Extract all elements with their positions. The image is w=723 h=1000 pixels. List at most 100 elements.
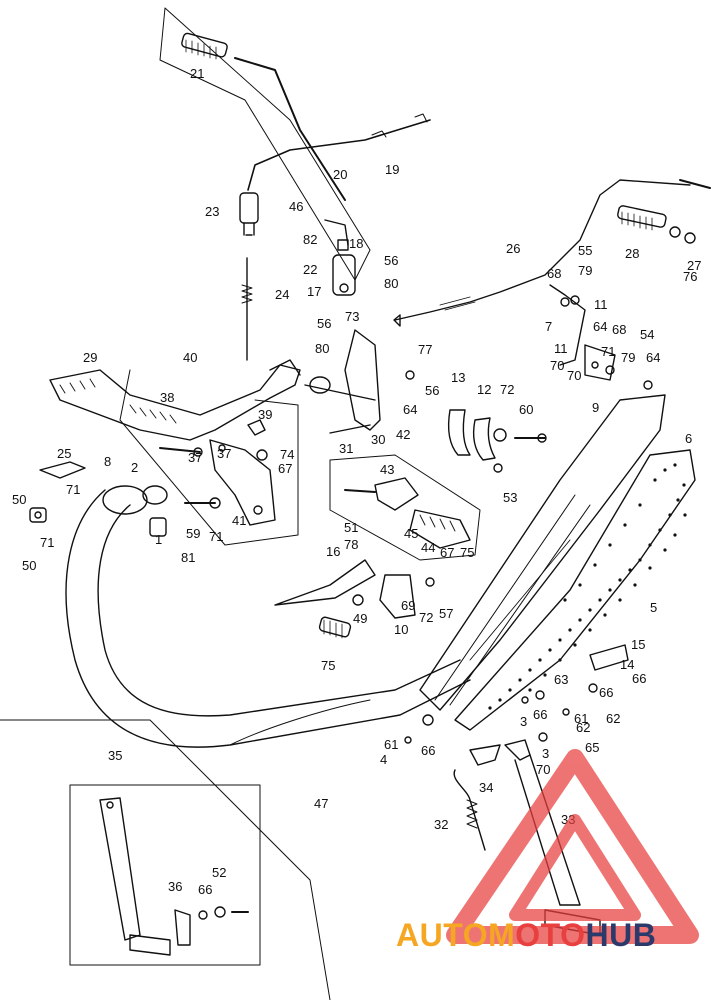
part-label: 66 xyxy=(533,707,548,722)
part-label: 11 xyxy=(594,297,608,312)
part-label: 70 xyxy=(536,762,551,777)
part-label: 63 xyxy=(554,672,569,687)
part-label: 13 xyxy=(451,370,466,385)
part-label: 69 xyxy=(401,598,416,613)
part-32-center-stand xyxy=(453,739,601,936)
part-label: 16 xyxy=(326,544,341,559)
part-label: 43 xyxy=(380,462,395,477)
part-label: 32 xyxy=(434,817,449,832)
part-label: 44 xyxy=(421,540,436,555)
part-13-clamp xyxy=(447,409,547,461)
part-24-spring xyxy=(241,257,253,361)
part-label: 81 xyxy=(181,550,196,565)
part-label: 10 xyxy=(394,622,409,637)
part-label: 33 xyxy=(561,812,576,827)
part-19-cable xyxy=(247,119,431,191)
part-label: 79 xyxy=(578,263,593,278)
part-label: 5 xyxy=(650,600,658,615)
part-26-cable xyxy=(393,179,711,327)
part-label: 35 xyxy=(108,748,123,763)
part-label: 70 xyxy=(550,358,565,373)
part-label: 40 xyxy=(183,350,198,365)
part-label: 56 xyxy=(384,253,399,268)
small-fasteners xyxy=(352,295,653,744)
part-label: 29 xyxy=(83,350,98,365)
part-75-spring xyxy=(318,616,352,639)
part-label: 71 xyxy=(66,482,81,497)
part-label: 75 xyxy=(460,545,475,560)
part-label: 15 xyxy=(631,637,646,652)
part-label: 70 xyxy=(567,368,582,383)
watermark-text-part3: HUB xyxy=(585,917,657,953)
part-label: 42 xyxy=(396,427,411,442)
part-label: 64 xyxy=(646,350,661,365)
part-label: 34 xyxy=(479,780,494,795)
part-label: 56 xyxy=(317,316,332,331)
part-label: 51 xyxy=(344,520,359,535)
part-label: 71 xyxy=(40,535,55,550)
part-label: 12 xyxy=(477,382,492,397)
part-label: 41 xyxy=(232,513,247,528)
part-label: 67 xyxy=(278,461,293,476)
part-33-side-stand xyxy=(99,797,249,956)
part-label: 79 xyxy=(621,350,636,365)
part-label: 6 xyxy=(685,431,693,446)
part-8-collar xyxy=(102,485,168,537)
part-label: 66 xyxy=(421,743,436,758)
part-label: 3 xyxy=(520,714,528,729)
part-label: 80 xyxy=(384,276,399,291)
part-label: 56 xyxy=(425,383,440,398)
part-label: 50 xyxy=(12,492,27,507)
inset-box-left xyxy=(119,369,299,546)
part-25 xyxy=(39,461,86,479)
part-label: 4 xyxy=(380,752,388,767)
part-label: 18 xyxy=(349,236,364,251)
part-label: 68 xyxy=(612,322,627,337)
part-label: 64 xyxy=(593,319,608,334)
part-label: 23 xyxy=(205,204,220,219)
part-23-switch xyxy=(239,192,259,236)
part-label: 55 xyxy=(578,243,593,258)
part-44-footrest xyxy=(344,477,471,549)
part-label: 72 xyxy=(500,382,515,397)
part-label: 1 xyxy=(155,532,163,547)
part-39 xyxy=(247,419,266,436)
part-label: 74 xyxy=(280,447,295,462)
part-6-muffler xyxy=(419,394,666,711)
part-label: 46 xyxy=(289,199,304,214)
part-7-bracket xyxy=(549,284,616,381)
part-label: 8 xyxy=(104,454,112,469)
part-label: 37 xyxy=(188,450,203,465)
part-label: 54 xyxy=(640,327,655,342)
part-28-grip xyxy=(617,205,696,244)
part-label: 31 xyxy=(339,441,354,456)
part-label: 52 xyxy=(212,865,227,880)
part-label: 25 xyxy=(57,446,72,461)
part-16-bracket xyxy=(274,559,376,606)
part-label: 62 xyxy=(606,711,621,726)
part-label: 30 xyxy=(371,432,386,447)
part-label: 57 xyxy=(439,606,454,621)
part-label: 71 xyxy=(209,529,224,544)
part-label: 71 xyxy=(601,344,616,359)
part-label: 61 xyxy=(384,737,399,752)
part-label: 64 xyxy=(403,402,418,417)
part-5-heat-shield xyxy=(454,449,696,731)
part-label: 59 xyxy=(186,526,201,541)
part-label: 66 xyxy=(599,685,614,700)
part-label: 72 xyxy=(419,610,434,625)
part-label: 27 xyxy=(687,258,702,273)
part-label: 37 xyxy=(217,446,232,461)
part-label: 61 xyxy=(574,711,589,726)
part-label: 24 xyxy=(275,287,290,302)
part-label: 68 xyxy=(547,266,562,281)
part-label: 22 xyxy=(303,262,318,277)
part-label: 49 xyxy=(353,611,368,626)
part-label: 7 xyxy=(545,319,553,334)
part-label: 65 xyxy=(585,740,600,755)
part-17-pivot xyxy=(324,219,356,296)
watermark-text-part1: AUTOM xyxy=(396,917,516,953)
part-label: 14 xyxy=(620,657,635,672)
part-30-shift-shaft xyxy=(304,329,381,434)
